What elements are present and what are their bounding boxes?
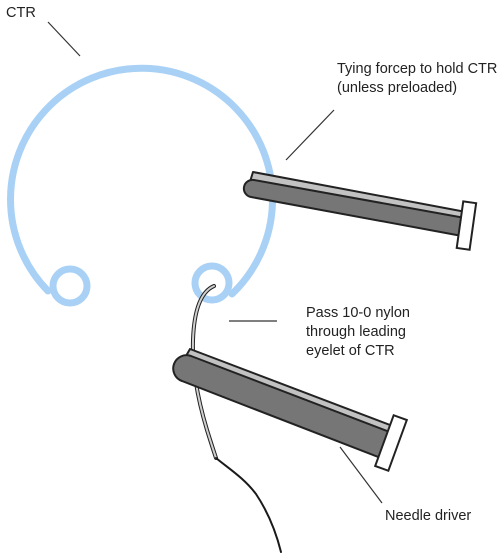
ring-arc: [7, 64, 277, 298]
needle-driver: [172, 348, 409, 473]
tying-forcep: [242, 171, 478, 251]
forcep-handle-cap: [455, 200, 478, 251]
trailing-eyelet: [49, 265, 91, 307]
needle-driver-label: Needle driver: [385, 508, 472, 524]
nylon-suture: [190, 284, 282, 553]
capsular-tension-ring: [7, 64, 277, 307]
leading-eyelet: [191, 262, 233, 304]
needle-driver-leader: [339, 446, 383, 504]
ctr-label: CTR: [6, 5, 36, 21]
pass-nylon-label-line-2: through leading: [306, 324, 406, 340]
driver-front-blade: [172, 354, 396, 461]
tying-forcep-label: Tying forcep to hold CTR (unless preload…: [337, 60, 497, 98]
tying-forcep-label-line-1: Tying forcep to hold CTR: [337, 61, 498, 77]
pass-nylon-label-line-3: eyelet of CTR: [306, 343, 395, 359]
tying-forcep-label-line-2: (unless preloaded): [337, 80, 458, 96]
forcep-front-blade: [242, 178, 466, 237]
suture-thread: [215, 457, 282, 553]
leader-lines: [47, 21, 383, 504]
driver-handle-cap: [373, 413, 409, 473]
ctr-leader: [47, 21, 81, 57]
forcep-leader: [285, 109, 335, 161]
pass-nylon-label-line-1: Pass 10-0 nylon: [306, 305, 410, 321]
pass-nylon-label: Pass 10-0 nylon through leading eyelet o…: [306, 304, 410, 361]
